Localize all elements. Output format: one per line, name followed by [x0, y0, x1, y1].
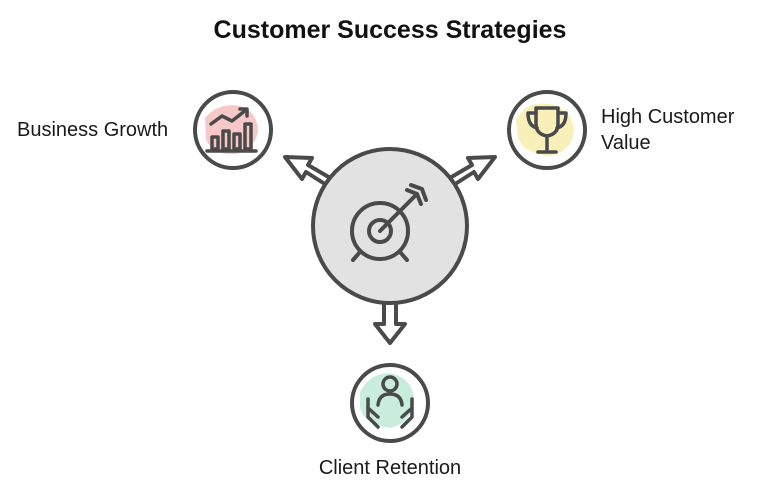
- node-high-customer-value: [507, 90, 587, 170]
- label-business-growth: Business Growth: [17, 119, 169, 141]
- trophy-icon: [526, 106, 568, 154]
- label-high-customer-value-line2: Value: [601, 132, 651, 154]
- label-high-customer-value: High Customer Value: [601, 104, 761, 156]
- central-hub: [311, 147, 469, 305]
- diagram-title: Customer Success Strategies: [213, 16, 567, 44]
- arrow-to-business-growth: [283, 155, 334, 188]
- label-high-customer-value-line1: High Customer: [601, 106, 735, 128]
- growth-chart-icon: [205, 107, 258, 153]
- hands-person-icon: [366, 375, 414, 429]
- node-business-growth: [193, 90, 273, 170]
- target-arrow-icon: [350, 183, 428, 262]
- node-client-retention: [350, 363, 430, 443]
- label-client-retention: Client Retention: [318, 457, 462, 479]
